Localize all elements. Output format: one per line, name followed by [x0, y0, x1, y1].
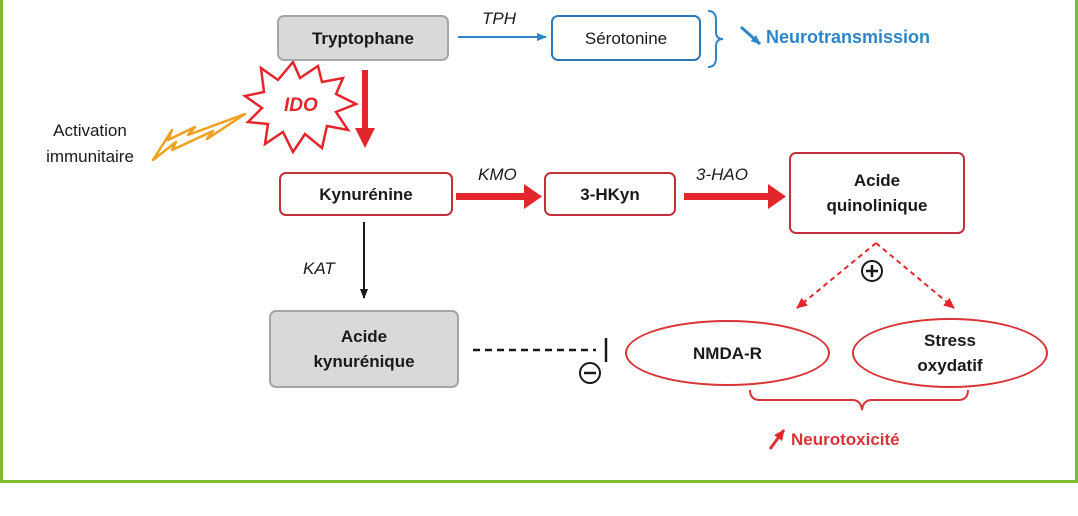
ido-arrow-head [355, 128, 375, 148]
node-tryptophane: Tryptophane [277, 15, 449, 61]
enzyme-kmo: KMO [478, 165, 517, 184]
node-acide-kynurenique: Acide kynurénique [269, 310, 459, 388]
kmo-arrow-shaft [456, 193, 526, 200]
neurotransmission-label: Neurotransmission [766, 27, 931, 47]
hao-arrow-head [768, 184, 786, 209]
node-acide-kynurenique-line1: Acide [340, 327, 388, 346]
neurotoxicite-increase-arrow [768, 429, 786, 450]
node-tryptophane-label: Tryptophane [311, 28, 414, 48]
node-nmda-r: NMDA-R [625, 320, 830, 386]
hao-arrow-shaft [684, 193, 770, 200]
dashed-arrow-to-nmda [796, 242, 877, 309]
lightning-bolt [151, 112, 247, 162]
node-serotonine: Sérotonine [551, 15, 701, 61]
enzyme-tph: TPH [482, 9, 516, 28]
serotonine-brace [707, 10, 724, 68]
node-acide-quinolinique: Acide quinolinique [789, 152, 965, 234]
node-stress-line2: oxydatif [917, 356, 983, 375]
enzyme-3-hao: 3-HAO [696, 165, 748, 184]
node-serotonine-label: Sérotonine [584, 28, 668, 48]
figure-frame [0, 0, 1078, 483]
node-kynurenine-label: Kynurénine [319, 184, 413, 204]
activation-immunitaire-label: Activation immunitaire [22, 118, 158, 170]
activation-line1: Activation [53, 121, 127, 140]
node-stress-line1: Stress [924, 331, 976, 350]
node-acide-quinolinique-line2: quinolinique [826, 196, 928, 215]
ido-arrow-shaft [362, 70, 368, 132]
node-3-hkyn-label: 3-HKyn [580, 184, 640, 204]
activation-line2: immunitaire [46, 147, 134, 166]
kmo-arrow-head [524, 184, 542, 209]
dashed-arrow-to-stress [875, 242, 955, 309]
node-acide-kynurenique-line2: kynurénique [313, 352, 415, 371]
ido-starburst [241, 59, 360, 155]
node-acide-quinolinique-line1: Acide [853, 171, 901, 190]
enzyme-ido: IDO [284, 95, 318, 116]
node-nmda-r-label: NMDA-R [693, 343, 762, 363]
neurotransmission-decrease-arrow [739, 25, 762, 46]
neurotoxicite-label: Neurotoxicité [791, 430, 900, 449]
neurotoxicite-brace [749, 389, 969, 411]
node-kynurenine: Kynurénine [279, 172, 453, 216]
node-stress-oxydatif: Stress oxydatif [852, 318, 1048, 388]
enzyme-kat: KAT [303, 259, 335, 278]
node-3-hkyn: 3-HKyn [544, 172, 676, 216]
